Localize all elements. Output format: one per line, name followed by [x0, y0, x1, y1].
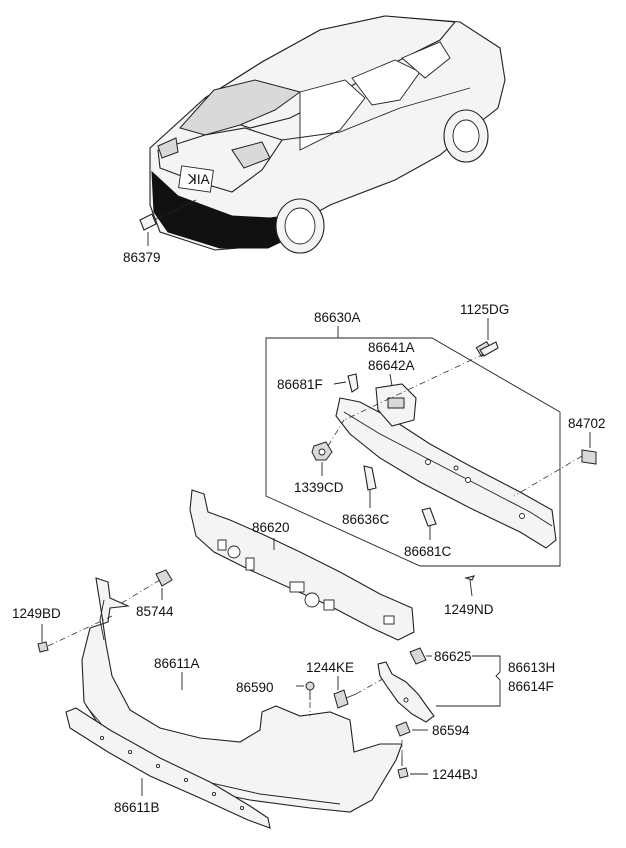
label-86611A: 86611A: [154, 656, 200, 671]
label-86590: 86590: [236, 680, 274, 695]
label-86613H: 86613H: [508, 660, 555, 675]
label-86642A: 86642A: [368, 358, 415, 373]
part-86681f-bracket[interactable]: [347, 373, 359, 393]
label-86625: 86625: [434, 649, 472, 664]
car-illustration: ꓘIA: [149, 15, 506, 254]
label-86681C: 86681C: [404, 544, 452, 559]
label-84702: 84702: [568, 416, 606, 431]
part-1125dg-bolt[interactable]: [475, 340, 499, 358]
part-86594-clip[interactable]: [395, 721, 411, 737]
part-86630a-beam[interactable]: [335, 397, 557, 549]
part-1244ke-bolt[interactable]: [333, 689, 357, 709]
part-85744-clip[interactable]: [155, 569, 173, 587]
label-86614F: 86614F: [508, 679, 554, 694]
label-1249ND: 1249ND: [444, 602, 494, 617]
part-86590[interactable]: [305, 681, 315, 700]
leader-86379: [149, 199, 197, 223]
label-1244BJ: 1244BJ: [432, 767, 478, 782]
label-86379: 86379: [123, 250, 161, 265]
part-86681c-bracket[interactable]: [421, 507, 437, 527]
part-1249bd-screw[interactable]: [37, 641, 49, 653]
part-86613h-bracket[interactable]: [377, 661, 435, 723]
label-86594: 86594: [432, 723, 470, 738]
label-1249BD: 1249BD: [12, 606, 61, 621]
assembly-box: [265, 337, 561, 567]
part-86641a-bracket[interactable]: [375, 383, 417, 427]
part-1249nd-screw[interactable]: [464, 575, 476, 597]
label-86611B: 86611B: [114, 800, 160, 815]
part-86625-clip[interactable]: [409, 647, 427, 665]
part-86636c-bracket[interactable]: [363, 465, 377, 491]
label-85744: 85744: [136, 604, 174, 619]
plate-text: ꓘIA: [187, 172, 210, 187]
label-86630A: 86630A: [314, 310, 361, 325]
part-86620-absorber[interactable]: [189, 489, 415, 641]
part-1244bj-screw[interactable]: [397, 756, 409, 779]
label-1244KE: 1244KE: [306, 660, 354, 675]
part-1339cd-nut[interactable]: [311, 441, 333, 461]
label-86620: 86620: [252, 520, 290, 535]
label-86641A: 86641A: [368, 340, 415, 355]
label-86681F: 86681F: [277, 377, 323, 392]
part-84702[interactable]: [581, 449, 597, 465]
label-86636C: 86636C: [342, 512, 390, 527]
part-86611b-spoiler[interactable]: [65, 707, 271, 829]
part-86379[interactable]: [139, 213, 157, 231]
label-1339CD: 1339CD: [294, 480, 344, 495]
label-1125DG: 1125DG: [460, 302, 509, 317]
